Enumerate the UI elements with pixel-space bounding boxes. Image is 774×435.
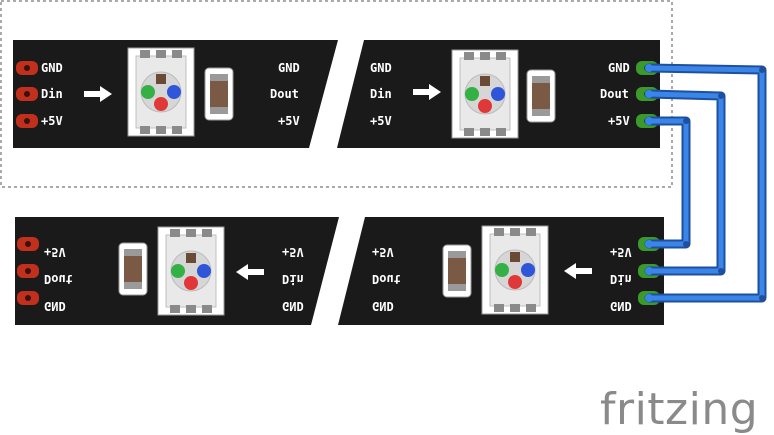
pin-label-5v: +5V <box>372 245 394 259</box>
pin-label-dout: Dout <box>44 272 73 286</box>
wire-data[interactable] <box>644 89 726 276</box>
rgb-led-chip <box>157 226 225 316</box>
pin-label-dout: Dout <box>372 272 401 286</box>
pin-label-din: Din <box>41 87 63 101</box>
pin-label-gnd: GND <box>41 61 63 75</box>
pin-label-gnd: GND <box>372 299 394 313</box>
pin-label-din: Din <box>610 272 632 286</box>
wire-group <box>644 63 767 303</box>
wire-gnd[interactable] <box>644 63 767 303</box>
pin-label-din: Din <box>370 87 392 101</box>
led-strip-bottom: +5V Dout GND +5V Din GND +5V Dout GND +5… <box>15 217 664 325</box>
pin-label-5v: +5V <box>370 114 392 128</box>
pin-label-5v: +5V <box>610 245 632 259</box>
pin-label-gnd: GND <box>608 61 630 75</box>
pin-label-dout: Dout <box>600 87 629 101</box>
pin-label-gnd: GND <box>610 299 632 313</box>
smd-capacitor <box>118 242 148 296</box>
led-strip-top: GND Din +5V GND Dout +5V GND Din +5V GND… <box>13 40 660 148</box>
pin-label-din: Din <box>282 272 304 286</box>
pin-label-5v: +5V <box>278 114 300 128</box>
rgb-led-chip <box>451 49 519 139</box>
smd-capacitor <box>204 67 234 121</box>
pin-label-5v: +5V <box>41 114 63 128</box>
pin-label-5v: +5V <box>282 245 304 259</box>
pin-label-gnd: GND <box>44 299 66 313</box>
wire-5v[interactable] <box>644 116 691 249</box>
pin-label-dout: Dout <box>270 87 299 101</box>
pad-group-left <box>16 61 38 128</box>
pad-group-left <box>17 237 39 305</box>
fritzing-logo: fritzing <box>600 384 758 435</box>
pin-label-5v: +5V <box>44 245 66 259</box>
pin-label-gnd: GND <box>282 299 304 313</box>
rgb-led-chip <box>127 47 195 137</box>
pin-label-gnd: GND <box>278 61 300 75</box>
pin-label-gnd: GND <box>370 61 392 75</box>
smd-capacitor <box>442 244 472 298</box>
smd-capacitor <box>526 69 556 123</box>
pin-label-5v: +5V <box>608 114 630 128</box>
rgb-led-chip <box>481 225 549 315</box>
